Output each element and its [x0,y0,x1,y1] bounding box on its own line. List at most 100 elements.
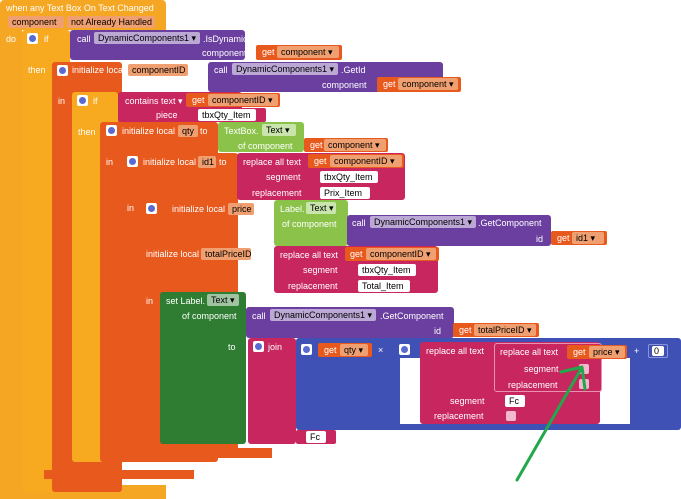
component-var-dropdown-3[interactable]: component ▾ [324,139,386,151]
label-prop-label: Label. [280,204,305,214]
init-gear-icon-1[interactable] [57,65,68,76]
price-var-dropdown[interactable]: price ▾ [589,346,625,358]
multiply-inner-gear-icon[interactable] [399,344,410,355]
to-label-2: to [200,126,208,136]
qty-name[interactable]: qty [178,125,198,137]
to-label-4: to [256,204,264,214]
replace-outer-label: replace all text [426,346,485,356]
piece-value[interactable]: tbxQty_Item [198,109,256,121]
componentid-name[interactable]: componentID [128,64,188,76]
then-label: then [28,65,46,75]
join-label: join [268,342,283,352]
isdynamic-method: .IsDynamic [203,34,248,44]
dynamic-components-dropdown-4[interactable]: DynamicComponents1 ▾ [270,309,376,321]
if-gear-icon-2[interactable] [77,95,88,106]
component-arg-label-2: component [322,80,367,90]
component-var-dropdown-2[interactable]: component ▾ [398,78,458,90]
times-operator[interactable]: × [378,345,384,355]
segment-empty-value-inner[interactable] [579,364,589,374]
to-label-1: to [190,65,198,75]
event-param-not-handled[interactable]: not Already Handled [67,16,155,28]
set-label-block[interactable] [160,292,246,444]
label-text-dropdown-1[interactable]: Text ▾ [306,202,336,214]
get-label-9: get [324,345,337,355]
componentid-var-dropdown-3[interactable]: componentID ▾ [366,248,436,260]
segment-value-1[interactable]: tbxQty_Item [320,171,378,183]
in-label-2: in [106,157,114,167]
call-label-4: call [252,311,266,321]
to-label-5: to [254,249,262,259]
getcomponent-method-2: .GetComponent [380,311,444,321]
label-text-dropdown-2[interactable]: Text ▾ [207,294,239,306]
replacement-empty-value-outer[interactable] [506,411,516,421]
if-label: if [44,34,49,44]
if-label-2: if [93,96,98,106]
getcomponent-method-1: .GetComponent [478,218,542,228]
replace-label-1: replace all text [243,157,302,167]
plus-operator[interactable]: + [634,346,640,356]
of-component-label-1: of component [238,141,293,151]
get-label-4: get [310,140,323,150]
id-label-2: id [434,326,442,336]
fc-suffix-value[interactable]: Fc [306,431,326,443]
dynamic-components-dropdown-1[interactable]: DynamicComponents1 ▾ [94,32,200,44]
set-label-text: set Label. [166,296,206,306]
init-label-5: initialize local [146,249,200,259]
segment-value-2[interactable]: tbxQty_Item [358,264,416,276]
init-label-3: initialize local [143,157,197,167]
get-label-8: get [459,325,472,335]
of-component-label-3: of component [182,311,237,321]
get-label-3: get [192,95,205,105]
annotation-arrow-icon [515,365,587,482]
component-var-dropdown-1[interactable]: component ▾ [277,46,339,58]
segment-label-2: segment [303,265,338,275]
price-name[interactable]: price [228,203,254,215]
totalpriceid-name[interactable]: totalPriceID [201,248,251,260]
segment-value-outer[interactable]: Fc [505,395,525,407]
segment-label-outer: segment [450,396,485,406]
if-gear-icon[interactable] [27,33,38,44]
init-gear-icon-4[interactable] [146,203,157,214]
in-label-4: in [146,296,154,306]
replacement-value-1[interactable]: Prix_Item [320,187,370,199]
dynamic-components-dropdown-3[interactable]: DynamicComponents1 ▾ [370,216,476,228]
init-gear-icon-3[interactable] [127,156,138,167]
contains-label[interactable]: contains text ▾ [125,96,183,106]
call-label-1: call [77,34,91,44]
get-label-5: get [314,156,327,166]
get-label-1: get [262,47,275,57]
piece-label: piece [156,110,178,120]
event-title: when any Text Box On Text Changed [6,3,154,13]
replacement-label-inner: replacement [508,380,558,390]
replacement-label-1: replacement [252,188,302,198]
id1-name[interactable]: id1 [198,156,216,168]
componentid-var-dropdown-1[interactable]: componentID ▾ [208,94,278,106]
join-gear-icon[interactable] [253,341,264,352]
in-label-1: in [58,96,66,106]
in-label-3: in [127,203,135,213]
totalpriceid-var-dropdown[interactable]: totalPriceID ▾ [474,324,536,336]
zero-value[interactable]: 0 [652,346,664,356]
call-label-2: call [214,65,228,75]
event-param-component[interactable]: component [8,16,64,28]
init-label-1: initialize local [72,65,126,75]
componentid-var-dropdown-2[interactable]: componentID ▾ [330,155,402,167]
multiply-gear-icon[interactable] [301,344,312,355]
replacement-label-2: replacement [288,281,338,291]
dynamic-components-dropdown-2[interactable]: DynamicComponents1 ▾ [232,63,338,75]
textbox-text-dropdown[interactable]: Text ▾ [262,124,296,136]
then-label-2: then [78,127,96,137]
qty-var-dropdown[interactable]: qty ▾ [340,344,368,356]
replacement-label-outer: replacement [434,411,484,421]
getid-method: .GetId [341,65,366,75]
init-label-4: initialize local [172,204,226,214]
to-label-3: to [219,157,227,167]
replace-label-2: replace all text [280,250,339,260]
id1-var-dropdown[interactable]: id1 ▾ [572,232,604,244]
of-component-label-2: of component [282,219,337,229]
replacement-value-2[interactable]: Total_Item [358,280,410,292]
get-label-2: get [383,79,396,89]
init-gear-icon-2[interactable] [106,125,117,136]
join-block[interactable] [248,338,296,444]
replace-inner-label: replace all text [500,347,559,357]
